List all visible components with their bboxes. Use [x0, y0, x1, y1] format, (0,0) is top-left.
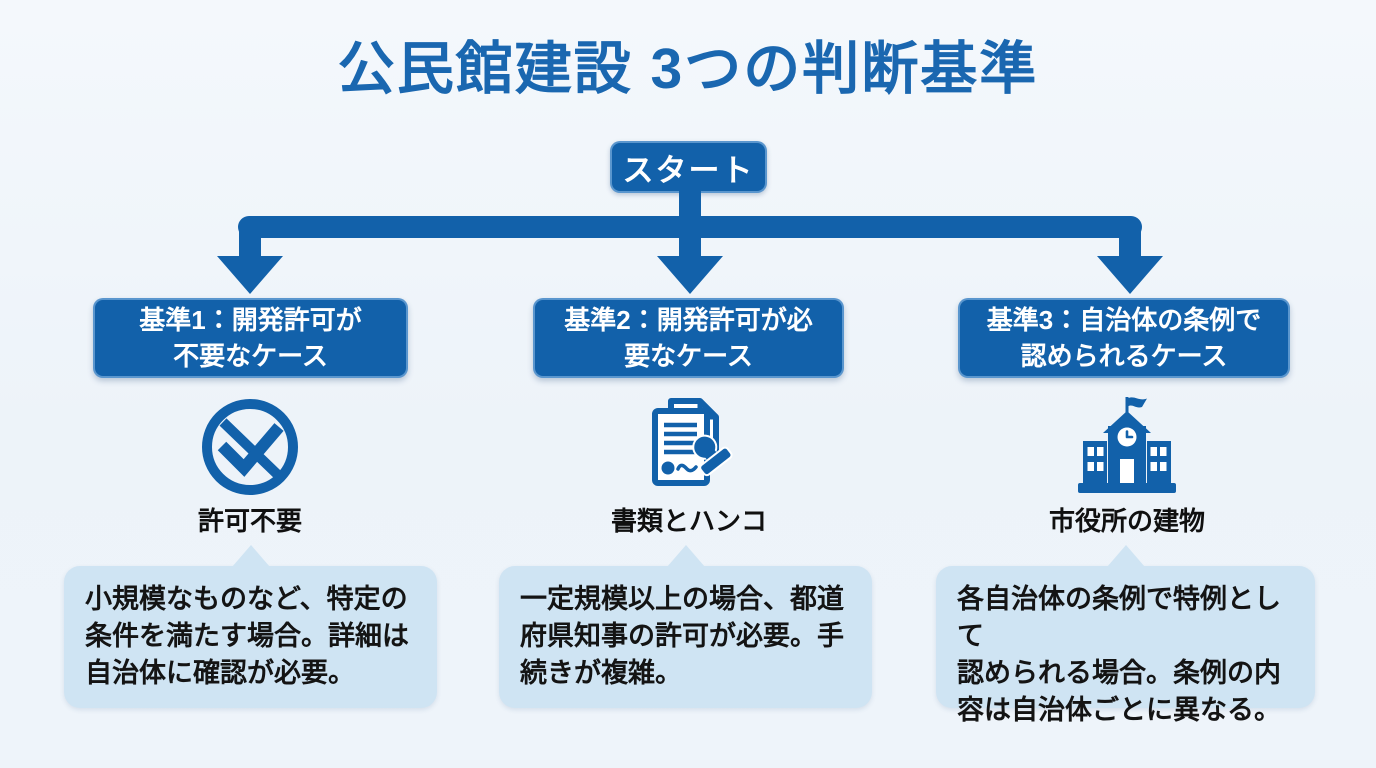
criteria-2-line-1: 基準2：開発許可が必 — [564, 305, 813, 335]
document-stamp-icon — [637, 394, 741, 500]
criteria-box-1: 基準1：開発許可が 不要なケース — [93, 298, 408, 378]
criteria-box-3: 基準3：自治体の条例で 認められるケース — [958, 298, 1290, 378]
description-1-line-1: 小規模なものなど、特定の — [85, 584, 408, 614]
description-3-line-2: 認められる場合。条例の内 — [957, 658, 1281, 688]
start-box: スタート — [610, 141, 767, 193]
criteria-3-line-2: 認められるケース — [1020, 341, 1228, 371]
icon-label-1: 許可不要 — [197, 506, 302, 536]
description-2-line-1: 一定規模以上の場合、都道 — [520, 584, 844, 614]
description-bubble-3: 各自治体の条例で特例として 認められる場合。条例の内 容は自治体ごとに異なる。 — [936, 545, 1315, 725]
criteria-3-line-1: 基準3：自治体の条例で — [986, 305, 1262, 335]
description-2-line-3: 続きが複雑。 — [520, 658, 682, 688]
bubble-pointer-2 — [666, 545, 705, 567]
description-1-line-3: 自治体に確認が必要。 — [85, 658, 355, 688]
criteria-box-2: 基準2：開発許可が必 要なケース — [533, 298, 844, 378]
page-title: 公民館建設 3つの判断基準 — [337, 37, 1039, 101]
criteria-2-line-2: 要なケース — [624, 341, 753, 371]
check-circle-slash-icon — [198, 394, 302, 500]
icon-label-3: 市役所の建物 — [1048, 506, 1205, 536]
city-hall-icon — [1075, 394, 1179, 500]
icon-label-2: 書類とハンコ — [610, 506, 767, 536]
start-label: スタート — [622, 152, 755, 188]
criteria-1-line-2: 不要なケース — [173, 341, 328, 371]
description-2-line-2: 府県知事の許可が必要。手 — [520, 621, 844, 651]
criteria-1-line-1: 基準1：開発許可が — [139, 305, 362, 335]
bubble-pointer-1 — [231, 545, 270, 567]
bubble-pointer-3 — [1106, 545, 1145, 567]
description-1-line-2: 条件を満たす場合。詳細は — [85, 621, 409, 651]
description-bubble-2: 一定規模以上の場合、都道 府県知事の許可が必要。手 続きが複雑。 — [499, 545, 872, 708]
description-bubble-1: 小規模なものなど、特定の 条件を満たす場合。詳細は 自治体に確認が必要。 — [64, 545, 437, 708]
description-3-line-3: 容は自治体ごとに異なる。 — [957, 695, 1281, 725]
flow-connector-arrows — [217, 190, 1163, 294]
description-3-line-1: 各自治体の条例で特例として — [957, 584, 1281, 651]
